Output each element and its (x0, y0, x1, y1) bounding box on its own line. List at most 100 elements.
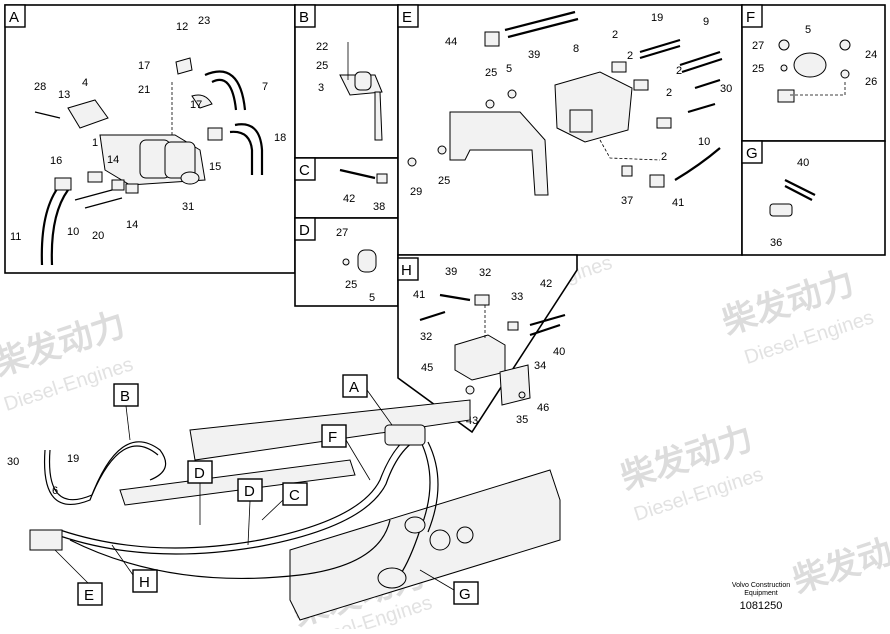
callout-d[interactable]: D (187, 460, 213, 525)
part-label: 22 (316, 41, 328, 53)
section-g-box: G 40 36 (741, 140, 886, 256)
part-label: 9 (703, 16, 709, 28)
callout-c[interactable]: C (261, 482, 308, 521)
hydraulic-pump (384, 424, 426, 446)
hose (784, 179, 816, 196)
part-label: 25 (485, 67, 497, 79)
flange-gasket (67, 99, 109, 129)
callout-g[interactable]: G (419, 569, 479, 605)
hose-run (43, 441, 167, 505)
clamp (793, 52, 827, 78)
hose (507, 17, 579, 39)
fitting (111, 179, 125, 191)
part-label: 2 (627, 50, 633, 62)
part-label: 7 (262, 81, 268, 93)
hose (784, 185, 813, 201)
svg-text:D: D (244, 483, 255, 500)
bolt-head (407, 157, 417, 167)
part-label: 6 (52, 485, 58, 497)
fitting (507, 321, 519, 331)
brand-line2: Equipment (744, 590, 778, 597)
section-f-tag (741, 4, 763, 28)
washer (518, 391, 526, 399)
dash-line (599, 139, 661, 161)
frame-hole (456, 526, 474, 544)
nut-plate (777, 89, 795, 103)
section-a-box: A 12 23 17 21 7 17 4 (4, 4, 296, 274)
part-label: 40 (797, 157, 809, 169)
elbow-fitting (484, 31, 500, 47)
section-g-tag (741, 140, 763, 164)
part-label: 19 (651, 12, 663, 24)
part-label: 39 (445, 266, 457, 278)
part-label: 17 (138, 60, 150, 72)
part-label: 1 (92, 137, 98, 149)
svg-text:A: A (349, 379, 359, 396)
part-label: 37 (621, 195, 633, 207)
control-valve (554, 71, 633, 143)
section-b-tag (294, 4, 316, 28)
section-h-box: H 39 32 41 33 42 32 40 45 34 43 35 46 (397, 254, 578, 434)
part-label: 46 (537, 402, 549, 414)
part-label: 30 (720, 83, 732, 95)
part-label: 38 (373, 201, 385, 213)
section-e-letter: E (402, 9, 412, 26)
part-label: 45 (421, 362, 433, 374)
section-e-box: E 44 39 19 9 8 2 2 25 5 2 (397, 4, 743, 256)
part-label: 25 (316, 60, 328, 72)
hose-run (59, 435, 426, 555)
part-label: 29 (410, 186, 422, 198)
nut (342, 258, 350, 266)
section-f-letter: F (746, 9, 755, 26)
part-label: 42 (343, 193, 355, 205)
cover-plate (499, 364, 531, 406)
section-h-tag (397, 257, 419, 281)
part-label: 27 (336, 227, 348, 239)
part-label: 25 (345, 279, 357, 291)
tube (74, 189, 113, 201)
part-label: 14 (126, 219, 138, 231)
part-label: 10 (698, 136, 710, 148)
callout-e[interactable]: E (54, 549, 103, 606)
section-b-box: B 22 25 3 (294, 4, 399, 159)
part-label: 32 (479, 267, 491, 279)
fitting (474, 294, 490, 306)
hose (529, 313, 566, 327)
part-label: 42 (540, 278, 552, 290)
hose (687, 102, 716, 114)
hose (439, 293, 471, 302)
svg-text:H: H (139, 574, 150, 591)
hose (339, 168, 376, 180)
part-label: 24 (865, 49, 877, 61)
part-label: 11 (10, 231, 21, 243)
section-g-frame (741, 140, 886, 256)
part-label: 41 (413, 289, 425, 301)
callout-h[interactable]: H (111, 544, 158, 593)
pump-port (180, 171, 200, 185)
hose (529, 323, 561, 337)
drawing-number: 1081250 (739, 600, 783, 612)
part-label: 2 (666, 87, 672, 99)
hose (674, 147, 721, 181)
fitting (87, 171, 103, 183)
clamp-block (354, 71, 372, 91)
part-label: 5 (369, 292, 375, 304)
section-h-letter: H (401, 262, 412, 279)
hose (229, 130, 254, 175)
bolt-head (778, 39, 790, 51)
callout-f[interactable]: F (321, 424, 371, 481)
part-label: 3 (318, 82, 324, 94)
section-d-letter: D (299, 222, 310, 239)
callout-a[interactable]: A (342, 374, 393, 426)
part-label: 25 (752, 63, 764, 75)
part-label: 13 (58, 89, 70, 101)
callout-b[interactable]: B (113, 383, 139, 441)
washer (780, 64, 788, 72)
callout-d[interactable]: D (237, 478, 263, 546)
bolt-head (465, 385, 475, 395)
svg-text:F: F (328, 429, 337, 446)
part-label: 44 (445, 36, 457, 48)
svg-text:E: E (84, 587, 94, 604)
washer (437, 145, 447, 155)
hose-run (59, 429, 421, 549)
